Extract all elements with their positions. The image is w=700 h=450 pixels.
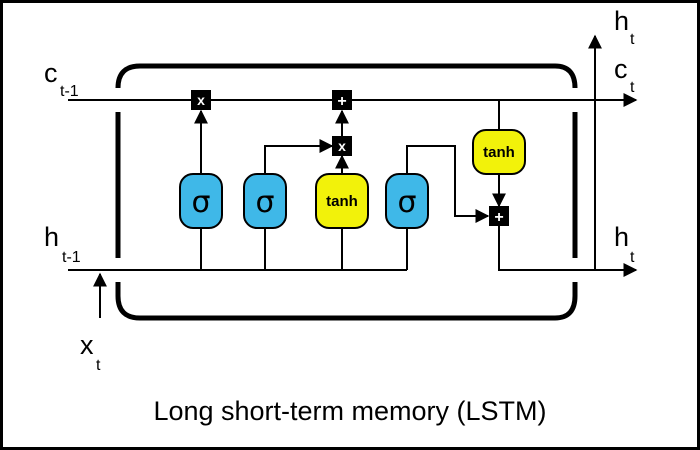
output-gate: σ xyxy=(385,173,429,229)
svg-text:x: x xyxy=(80,330,94,360)
candidate-gate: tanh xyxy=(315,173,369,229)
input-multiply-op: x xyxy=(332,136,352,156)
output-multiply-op: + xyxy=(489,206,509,226)
forget-gate-label: σ xyxy=(191,185,210,220)
svg-text:t: t xyxy=(96,357,101,374)
cell-add-op: + xyxy=(332,90,352,110)
h-t-top-label: h t xyxy=(614,6,635,48)
candidate-gate-label: tanh xyxy=(326,193,358,210)
cell-tanh-label: tanh xyxy=(483,144,515,161)
input-gate-label: σ xyxy=(255,185,274,220)
svg-text:x: x xyxy=(338,138,346,154)
svg-text:c: c xyxy=(44,58,58,88)
forget-multiply-op: x xyxy=(191,90,211,110)
svg-text:t: t xyxy=(630,31,635,48)
cell-tanh: tanh xyxy=(472,129,526,175)
c-t-label: c t xyxy=(614,54,635,96)
svg-text:c: c xyxy=(614,54,628,84)
svg-text:t: t xyxy=(630,249,635,266)
svg-text:+: + xyxy=(337,93,346,110)
svg-text:+: + xyxy=(494,209,503,226)
svg-text:t-1: t-1 xyxy=(60,83,79,100)
svg-text:h: h xyxy=(614,6,629,36)
svg-text:t: t xyxy=(630,79,635,96)
output-gate-label: σ xyxy=(397,185,416,220)
h-prev-label: h t-1 xyxy=(44,222,81,266)
cell-boundary xyxy=(115,63,578,321)
svg-text:h: h xyxy=(44,222,59,252)
svg-text:t-1: t-1 xyxy=(62,249,81,266)
h-t-right-label: h t xyxy=(614,222,635,266)
forget-gate: σ xyxy=(179,173,223,229)
c-prev-label: c t-1 xyxy=(44,58,79,100)
svg-text:x: x xyxy=(197,92,205,108)
input-gate: σ xyxy=(243,173,287,229)
x-t-label: x t xyxy=(80,330,101,374)
diagram-caption: Long short-term memory (LSTM) xyxy=(153,396,547,426)
svg-text:h: h xyxy=(614,222,629,252)
